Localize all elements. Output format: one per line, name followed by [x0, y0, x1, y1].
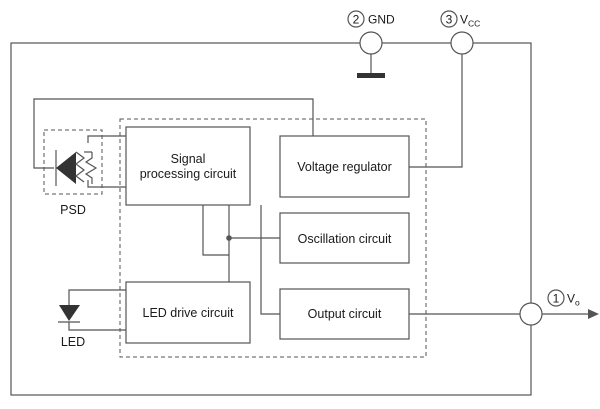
voltage-regulator-label: Voltage regulator: [297, 160, 392, 174]
output-arrow-icon: [588, 309, 599, 319]
wire-led-bottom: [68, 322, 126, 331]
output-label: Output circuit: [308, 307, 382, 321]
psd-outline: [43, 129, 103, 195]
pin-number-circle: [347, 10, 365, 28]
pin-label: GND: [368, 13, 395, 27]
pin-number: 2: [353, 13, 360, 27]
pin-label-subscript: CC: [468, 19, 480, 29]
pin-terminal: [450, 31, 474, 55]
pin-number: 3: [446, 13, 453, 27]
oscillation-label: Oscillation circuit: [298, 232, 392, 246]
led-drive-label: LED drive circuit: [143, 306, 235, 320]
wire-psd-top: [87, 135, 126, 143]
pin-terminal: [519, 302, 543, 326]
signal-processing-label-line1: Signal: [171, 152, 206, 166]
oscillation-block: Oscillation circuit: [279, 212, 410, 264]
pin-label-main: V: [460, 13, 468, 27]
led-diode-icon: [58, 298, 80, 323]
wire-signal-to-osc-node: [202, 205, 229, 256]
psd-photodiode-icon: [55, 150, 98, 186]
pin-label: VCC: [460, 13, 480, 29]
psd-label: PSD: [60, 203, 86, 217]
output-block: Output circuit: [279, 288, 410, 340]
wire-psd-bottom: [87, 180, 126, 188]
signal-processing-block: Signal processing circuit: [125, 126, 251, 206]
voltage-regulator-block: Voltage regulator: [279, 135, 410, 198]
pin-label-main: V: [567, 292, 575, 306]
pin-number-circle: [547, 289, 565, 307]
ground-symbol: [357, 73, 385, 78]
signal-processing-label-line2: processing circuit: [140, 167, 237, 181]
pin-gnd: 2 GND: [347, 10, 395, 78]
wire-regulator-to-psd: [33, 98, 314, 169]
wire-led-top: [68, 289, 126, 298]
led-drive-block: LED drive circuit: [125, 281, 251, 344]
pin-number-circle: [440, 10, 458, 28]
pin-vcc: 3 VCC: [440, 10, 480, 55]
junction-node: [226, 235, 232, 241]
pin-label: Vo: [567, 292, 580, 308]
package-outline: [10, 42, 532, 396]
wire-vcc-to-regulator: [409, 54, 463, 168]
ic-boundary: [119, 118, 427, 358]
led-label: LED: [61, 335, 85, 349]
pin-label-subscript: o: [575, 298, 580, 308]
wire-signal-to-output: [260, 205, 280, 315]
pin-terminal: [359, 31, 383, 55]
pin-number: 1: [553, 292, 560, 306]
pin-vo: 1 Vo: [519, 289, 599, 326]
